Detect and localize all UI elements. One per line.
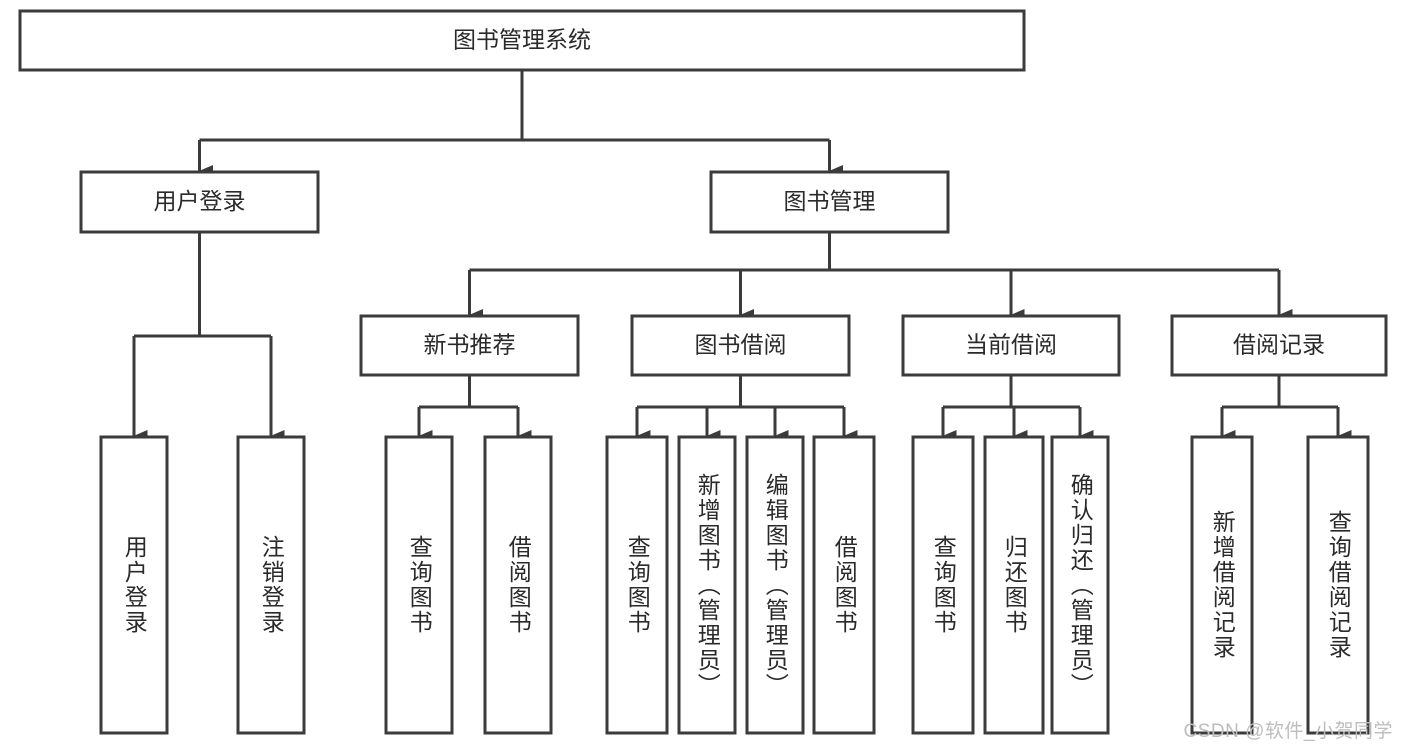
node-box-leaf-edit-book-admin[interactable] <box>745 435 805 735</box>
node-box-leaf-query-borrow-record[interactable] <box>1306 435 1370 735</box>
node-box-leaf-query-book-2[interactable] <box>605 435 669 735</box>
node-box-user-login[interactable] <box>79 170 320 234</box>
node-box-current-borrow[interactable] <box>901 314 1121 377</box>
node-box-leaf-borrow-book-2[interactable] <box>812 435 876 735</box>
node-box-leaf-add-borrow-record[interactable] <box>1190 435 1254 735</box>
node-box-leaf-return-book[interactable] <box>983 435 1045 735</box>
node-box-leaf-add-book-admin[interactable] <box>677 435 737 735</box>
node-box-leaf-confirm-return-admin[interactable] <box>1050 435 1110 735</box>
node-label-user-login: 用户登录 <box>154 188 246 214</box>
node-box-book-management[interactable] <box>709 170 950 234</box>
node-box-new-book-recommend[interactable] <box>359 314 580 377</box>
node-label-borrow-record: 借阅记录 <box>1233 332 1325 358</box>
node-box-root[interactable] <box>18 9 1026 72</box>
node-boxes <box>18 9 1388 735</box>
node-box-book-borrow[interactable] <box>630 314 851 377</box>
node-box-leaf-user-logout[interactable] <box>236 435 306 735</box>
node-label-book-borrow: 图书借阅 <box>695 332 787 358</box>
watermark-text: CSDN @软件_小贺同学 <box>1183 721 1393 742</box>
node-label-current-borrow: 当前借阅 <box>965 332 1057 358</box>
node-label-root: 图书管理系统 <box>453 27 591 53</box>
node-label-book-management: 图书管理 <box>784 188 876 214</box>
node-label-new-book-recommend: 新书推荐 <box>424 332 516 358</box>
node-box-leaf-query-book-1[interactable] <box>384 435 454 735</box>
node-box-leaf-user-login[interactable] <box>99 435 169 735</box>
node-box-leaf-borrow-book-1[interactable] <box>483 435 553 735</box>
connector-lines <box>132 70 1352 442</box>
node-box-borrow-record[interactable] <box>1170 314 1388 377</box>
node-box-leaf-query-book-3[interactable] <box>911 435 975 735</box>
